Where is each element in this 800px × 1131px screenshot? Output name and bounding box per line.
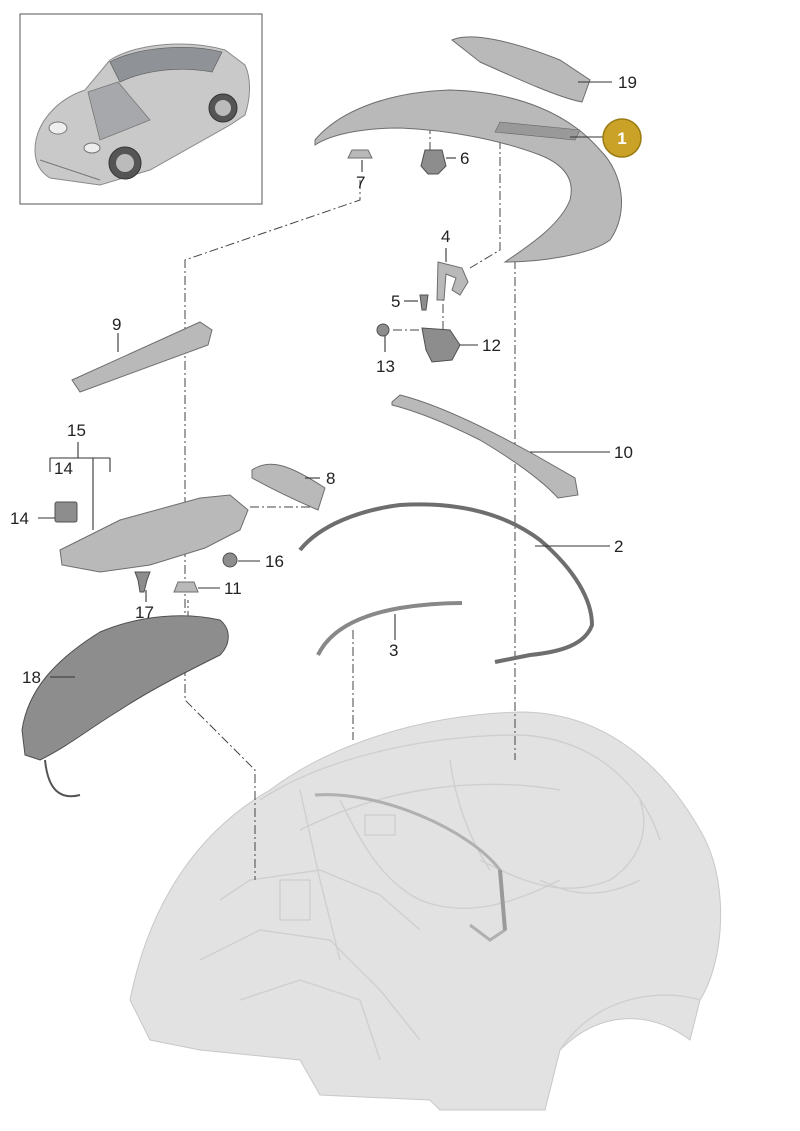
callout-18[interactable]: 18 bbox=[22, 668, 41, 687]
part-4-bracket[interactable] bbox=[436, 261, 469, 301]
part-3-strip[interactable] bbox=[316, 601, 463, 656]
callout-9[interactable]: 9 bbox=[112, 315, 121, 334]
callout-2[interactable]: 2 bbox=[614, 537, 623, 556]
callout-12[interactable]: 12 bbox=[482, 336, 501, 355]
callout-17[interactable]: 17 bbox=[135, 603, 154, 622]
vehicle-thumbnail bbox=[19, 13, 263, 205]
part-7-grommet[interactable] bbox=[347, 149, 373, 159]
callout-6[interactable]: 6 bbox=[460, 149, 469, 168]
callout-19[interactable]: 19 bbox=[618, 73, 637, 92]
callout-16[interactable]: 16 bbox=[265, 552, 284, 571]
callout-3[interactable]: 3 bbox=[389, 641, 398, 660]
callout-1-label: 1 bbox=[617, 129, 626, 148]
part-12-latch[interactable] bbox=[421, 327, 461, 363]
part-19-spoiler[interactable] bbox=[451, 36, 591, 103]
part-18-cable bbox=[44, 759, 81, 798]
callout-4[interactable]: 4 bbox=[441, 227, 450, 246]
part-15-frame-assembly[interactable] bbox=[59, 494, 249, 573]
callout-8[interactable]: 8 bbox=[326, 469, 335, 488]
car-illustration bbox=[34, 43, 250, 186]
callout-1-highlight[interactable] bbox=[602, 118, 642, 158]
part-16-nut[interactable] bbox=[222, 552, 238, 568]
part-14-block[interactable] bbox=[54, 501, 78, 523]
part-2-seal[interactable] bbox=[298, 502, 595, 664]
part-9-trim-strip[interactable] bbox=[71, 321, 213, 393]
callout-14-side[interactable]: 14 bbox=[10, 509, 29, 528]
car-body-ghost bbox=[129, 711, 722, 1111]
callout-15[interactable]: 15 bbox=[67, 421, 86, 440]
part-13-bolt[interactable] bbox=[376, 323, 390, 337]
callout-labels: 19 7 6 4 5 12 13 9 10 8 15 14 14 2 16 11… bbox=[10, 73, 637, 687]
part-6-clip[interactable] bbox=[420, 149, 447, 175]
callout-7[interactable]: 7 bbox=[356, 173, 365, 192]
part-18-housing[interactable] bbox=[21, 615, 229, 761]
part-17-screw[interactable] bbox=[134, 571, 151, 593]
part-5-screw[interactable] bbox=[419, 294, 429, 311]
callout-5[interactable]: 5 bbox=[391, 292, 400, 311]
part-10-seal-strip[interactable] bbox=[391, 394, 579, 499]
callout-13[interactable]: 13 bbox=[376, 357, 395, 376]
part-8-cover-pad[interactable] bbox=[251, 463, 326, 511]
leader-lines bbox=[38, 81, 612, 678]
part-11-grommet[interactable] bbox=[173, 581, 199, 593]
callout-10[interactable]: 10 bbox=[614, 443, 633, 462]
callout-14-top[interactable]: 14 bbox=[54, 459, 73, 478]
callout-11[interactable]: 11 bbox=[224, 579, 242, 598]
